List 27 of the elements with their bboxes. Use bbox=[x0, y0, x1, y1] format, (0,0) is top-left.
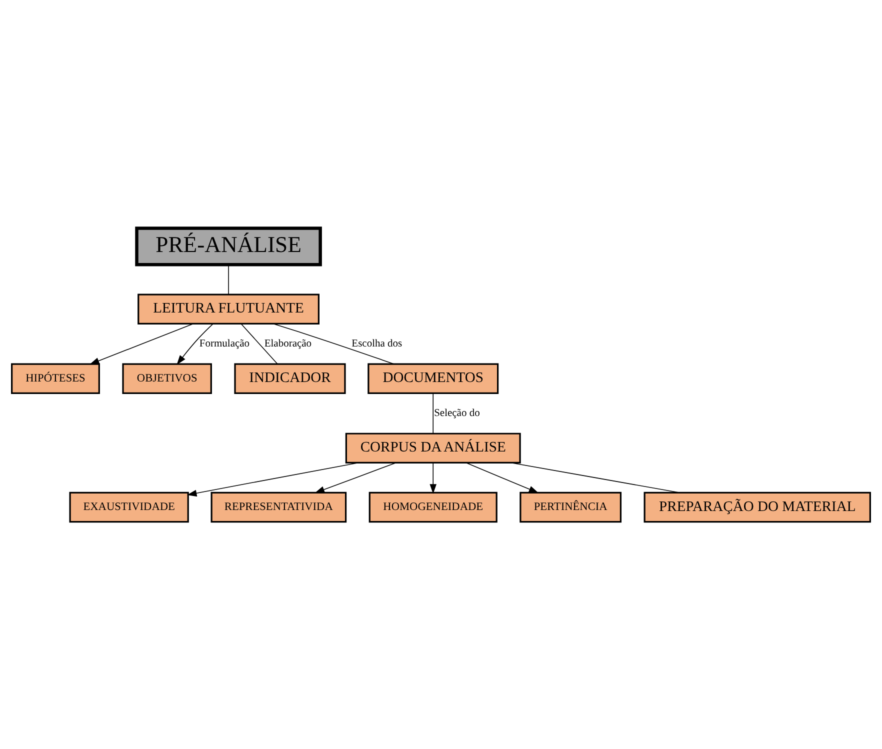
connector bbox=[228, 264, 229, 294]
edge-label: Escolha dos bbox=[352, 338, 402, 350]
arrow bbox=[90, 322, 194, 364]
node-box: PRÉ-ANÁLISE bbox=[135, 226, 322, 266]
arrow bbox=[176, 323, 214, 364]
node-box: HOMOGENEIDADE bbox=[368, 491, 498, 522]
node-box: EXAUSTIVIDADE bbox=[69, 491, 189, 522]
node-box: INDICADOR bbox=[234, 362, 346, 394]
edge-label: Seleção do bbox=[434, 408, 480, 419]
arrow bbox=[430, 462, 437, 494]
node-box: LEITURA FLUTUANTE bbox=[138, 293, 320, 324]
node-box: PREPARAÇÃO DO MATERIAL bbox=[644, 491, 871, 522]
connector bbox=[272, 322, 394, 364]
arrow bbox=[314, 462, 397, 492]
edge-label: Formulação bbox=[199, 338, 250, 350]
node-box: PERTINÊNCIA bbox=[520, 491, 622, 522]
node-box: REPRESENTATIVIDA bbox=[210, 491, 347, 522]
connector bbox=[510, 462, 680, 493]
connector bbox=[432, 392, 434, 434]
node-box: OBJETIVOS bbox=[122, 362, 212, 394]
node-box: DOCUMENTOS bbox=[368, 362, 499, 394]
node-box: CORPUS DA ANÁLISE bbox=[345, 432, 521, 464]
arrow bbox=[186, 462, 360, 496]
node-box: HIPÓTESES bbox=[11, 362, 100, 394]
arrow bbox=[466, 462, 539, 493]
connector bbox=[240, 323, 278, 364]
edge-label: Elaboração bbox=[264, 338, 312, 350]
